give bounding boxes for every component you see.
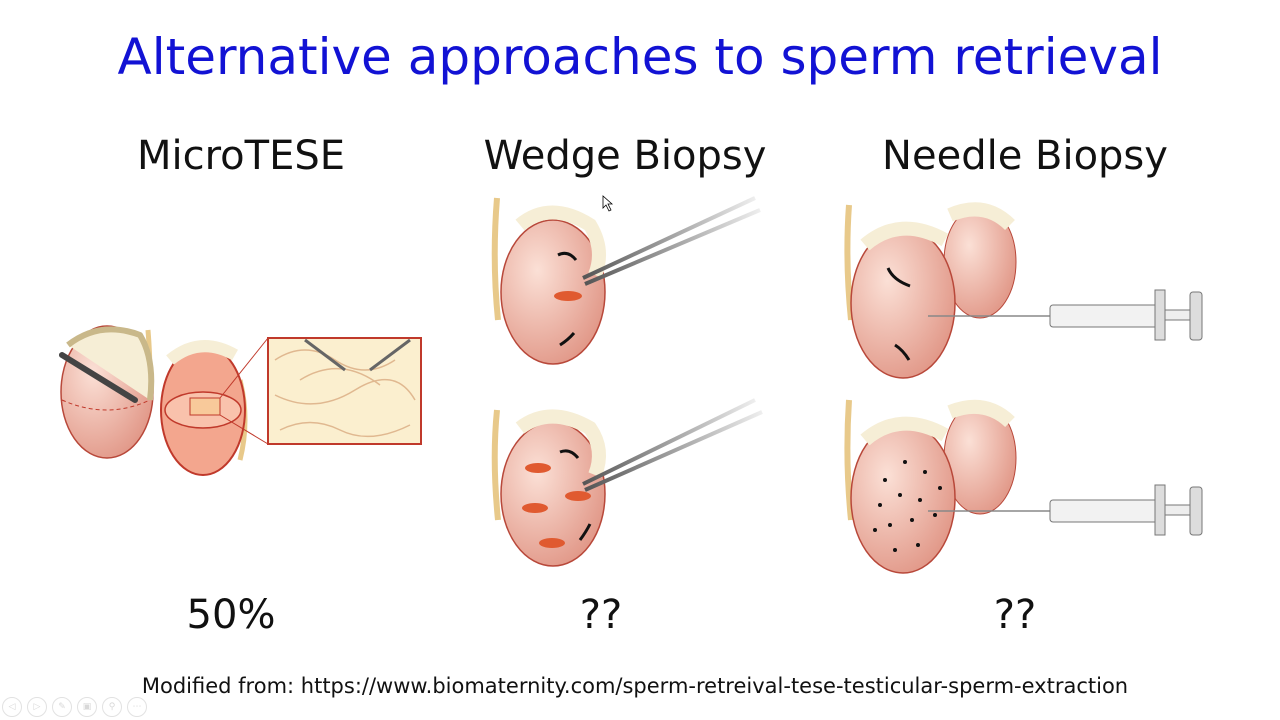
previous-icon[interactable]: ◁ — [2, 697, 22, 717]
rate-needle-biopsy: ?? — [993, 592, 1037, 638]
more-icon[interactable]: ⋯ — [127, 697, 147, 717]
mouse-cursor-icon — [602, 195, 614, 212]
slides-icon[interactable]: ▣ — [77, 697, 97, 717]
wedge-biopsy-illustration — [491, 196, 763, 567]
syringe-icon — [1049, 289, 1203, 341]
microtese-illustration — [59, 325, 422, 476]
source-citation: Modified from: https://www.biomaternity.… — [141, 674, 1129, 698]
heading-wedge-biopsy: Wedge Biopsy — [483, 133, 767, 179]
zoom-icon[interactable]: ⚲ — [102, 697, 122, 717]
pen-icon[interactable]: ✎ — [52, 697, 72, 717]
next-icon[interactable]: ▷ — [27, 697, 47, 717]
slide-title: Alternative approaches to sperm retrieva… — [117, 28, 1163, 86]
slideshow-toolbar: ◁ ▷ ✎ ▣ ⚲ ⋯ — [2, 697, 147, 717]
heading-needle-biopsy: Needle Biopsy — [882, 133, 1168, 179]
heading-microtese: MicroTESE — [136, 133, 346, 179]
needle-biopsy-illustration — [844, 202, 1203, 574]
rate-microtese: 50% — [186, 592, 276, 638]
scalpel-icon — [59, 352, 138, 403]
rate-wedge-biopsy: ?? — [579, 592, 623, 638]
syringe-icon — [1049, 484, 1203, 536]
